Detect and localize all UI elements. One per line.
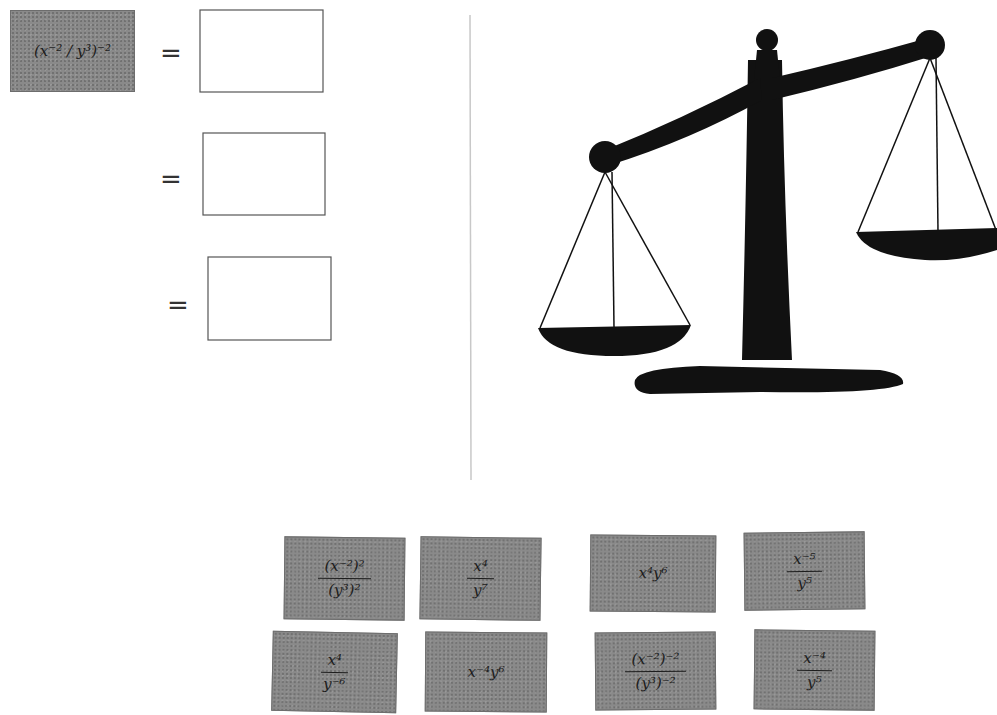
- expression-card: x⁻⁴y⁵: [754, 629, 876, 710]
- denominator: y⁵: [791, 571, 818, 592]
- equals-sign: =: [160, 40, 182, 66]
- numerator: x⁴: [321, 650, 348, 672]
- denominator: (y³)²: [322, 579, 366, 600]
- numerator: (x⁻²)²: [318, 557, 370, 579]
- numerator: (x⁻²)⁻²: [625, 649, 685, 671]
- expression-card: (x⁻²)⁻²(y³)⁻²: [595, 631, 717, 710]
- equals-sign: =: [167, 292, 189, 318]
- expression-card: x⁴y⁶: [590, 534, 717, 612]
- answer-slot: [200, 10, 323, 92]
- expression-card: (x⁻² / y³)⁻²: [10, 10, 135, 92]
- numerator: x⁴: [467, 557, 494, 579]
- denominator: y⁵: [801, 670, 828, 691]
- expression-card: (x⁻²)²(y³)²: [284, 536, 406, 620]
- balance-scale: [538, 29, 997, 394]
- expression: x⁻⁴y⁶: [461, 662, 510, 681]
- answer-slot: [208, 257, 331, 340]
- expression: (x⁻² / y³)⁻²: [28, 42, 117, 61]
- denominator: (y³)⁻²: [629, 671, 681, 692]
- expression-card: x⁴y⁻⁶: [271, 631, 398, 714]
- denominator: y⁻⁶: [317, 672, 352, 693]
- divider-line: [470, 15, 471, 480]
- answer-slot: [203, 133, 325, 215]
- denominator: y⁷: [467, 579, 494, 600]
- expression-card: x⁻⁵y⁵: [744, 531, 866, 610]
- expression-card: x⁴y⁷: [419, 536, 541, 621]
- expression-card: x⁻⁴y⁶: [425, 632, 548, 713]
- numerator: x⁻⁴: [797, 649, 832, 671]
- equals-sign: =: [160, 166, 182, 192]
- expression: x⁴y⁶: [632, 564, 673, 583]
- numerator: x⁻⁵: [787, 550, 822, 572]
